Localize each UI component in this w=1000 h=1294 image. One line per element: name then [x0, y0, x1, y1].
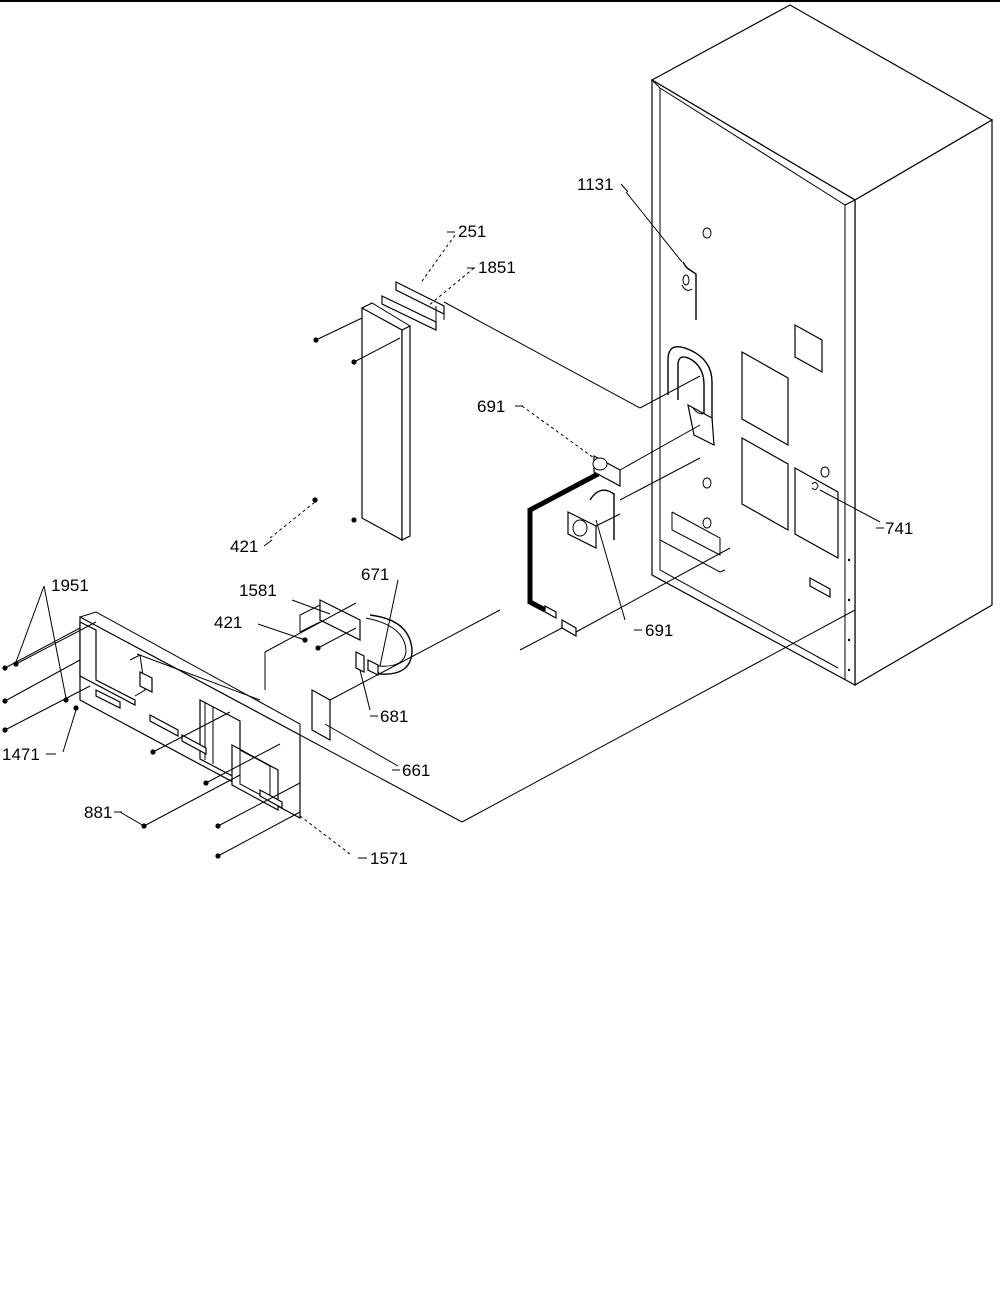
cabinet-label-right	[794, 466, 839, 560]
leader-lines	[15, 191, 881, 855]
bracket-661	[311, 688, 331, 742]
callout-681: 681	[380, 707, 408, 726]
cabinet-label-left	[741, 436, 789, 532]
cabinet-assembly	[650, 4, 994, 687]
callout-421-lower: 421	[214, 613, 242, 632]
explosion-lines	[4, 301, 856, 857]
callout-dashes	[46, 183, 884, 859]
cabinet-hole	[702, 517, 712, 529]
callout-691-lower: 691	[645, 621, 673, 640]
clip-681	[355, 651, 365, 673]
screws	[2, 337, 357, 859]
vertical-panel-assembly	[361, 281, 445, 542]
cabinet-tube-bracket	[687, 403, 715, 447]
cabinet-label-upper	[741, 350, 789, 447]
screw	[73, 705, 79, 711]
cabinet-small-plate	[794, 323, 823, 374]
screw	[351, 517, 357, 523]
clip-741	[811, 481, 819, 491]
cabinet-hole	[702, 227, 712, 239]
callout-labels: 1131 251 1851 691 741 421 1951 1581 671 …	[2, 175, 913, 868]
callout-1951: 1951	[51, 576, 89, 595]
water-tube	[527, 471, 600, 613]
bracket-1131	[682, 261, 697, 320]
callout-661: 661	[402, 761, 430, 780]
callout-691-upper: 691	[477, 397, 505, 416]
cabinet-slot	[809, 576, 831, 599]
bracket-1581	[319, 599, 361, 641]
cord-671	[369, 614, 413, 675]
callout-741: 741	[885, 519, 913, 538]
cabinet-hole	[702, 477, 712, 489]
callout-251: 251	[458, 222, 486, 241]
water-line-assembly	[519, 454, 621, 651]
callout-421-upper: 421	[230, 537, 258, 556]
cabinet-back-flange	[659, 88, 839, 669]
vertical-panel-edge	[401, 325, 411, 541]
callout-1471: 1471	[2, 745, 40, 764]
cabinet-bottom-trough	[671, 511, 721, 556]
callout-671: 671	[361, 565, 389, 584]
cabinet-side	[854, 118, 993, 687]
cabinet-tube-loop	[667, 346, 713, 430]
cabinet-hole	[820, 466, 830, 478]
shroud-left-bracket	[79, 621, 136, 706]
callout-1581: 1581	[239, 581, 277, 600]
callout-1851: 1851	[478, 258, 516, 277]
screw	[312, 497, 318, 503]
bottom-shroud-assembly	[79, 599, 413, 820]
callout-1131: 1131	[577, 175, 614, 194]
callout-881: 881	[84, 803, 112, 822]
vertical-panel	[361, 306, 403, 542]
cabinet-edge-dots	[847, 558, 851, 672]
callout-1571: 1571	[370, 849, 408, 868]
